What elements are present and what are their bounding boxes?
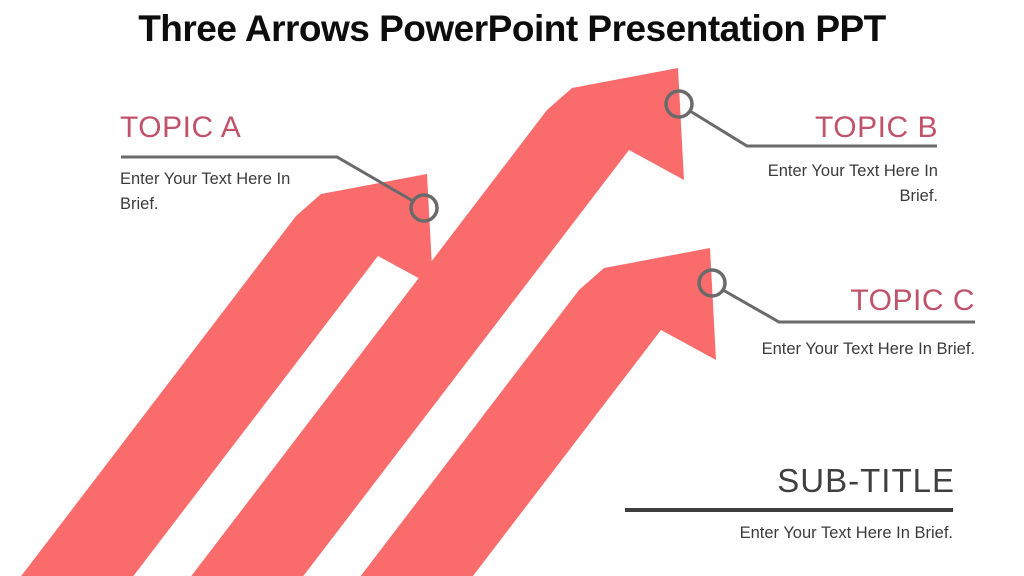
connector-circle-c-icon <box>697 268 727 298</box>
connector-circle-a-icon <box>409 193 439 223</box>
topic-a-heading: TOPIC A <box>120 111 242 144</box>
topic-b-body-text: Enter Your Text Here In Brief. <box>767 162 938 206</box>
connector-circle-b-icon <box>664 89 694 119</box>
connector-line-b <box>689 109 937 148</box>
topic-b-heading: TOPIC B <box>815 111 938 144</box>
slide-title: Three Arrows PowerPoint Presentation PPT <box>138 8 886 49</box>
arrow-a-icon <box>21 174 433 576</box>
connector-line-a <box>121 155 414 203</box>
topic-a-body-text: Enter Your Text Here In Brief. <box>120 170 291 214</box>
topic-c-body-text: Enter Your Text Here In Brief. <box>761 340 975 358</box>
arrow-b-icon <box>191 68 684 576</box>
subtitle-heading: SUB-TITLE <box>777 462 955 499</box>
subtitle-body-text: Enter Your Text Here In Brief. <box>739 524 953 542</box>
arrow-c-icon <box>360 248 716 576</box>
connector-line-c <box>722 288 975 324</box>
topic-c-heading: TOPIC C <box>850 284 975 317</box>
